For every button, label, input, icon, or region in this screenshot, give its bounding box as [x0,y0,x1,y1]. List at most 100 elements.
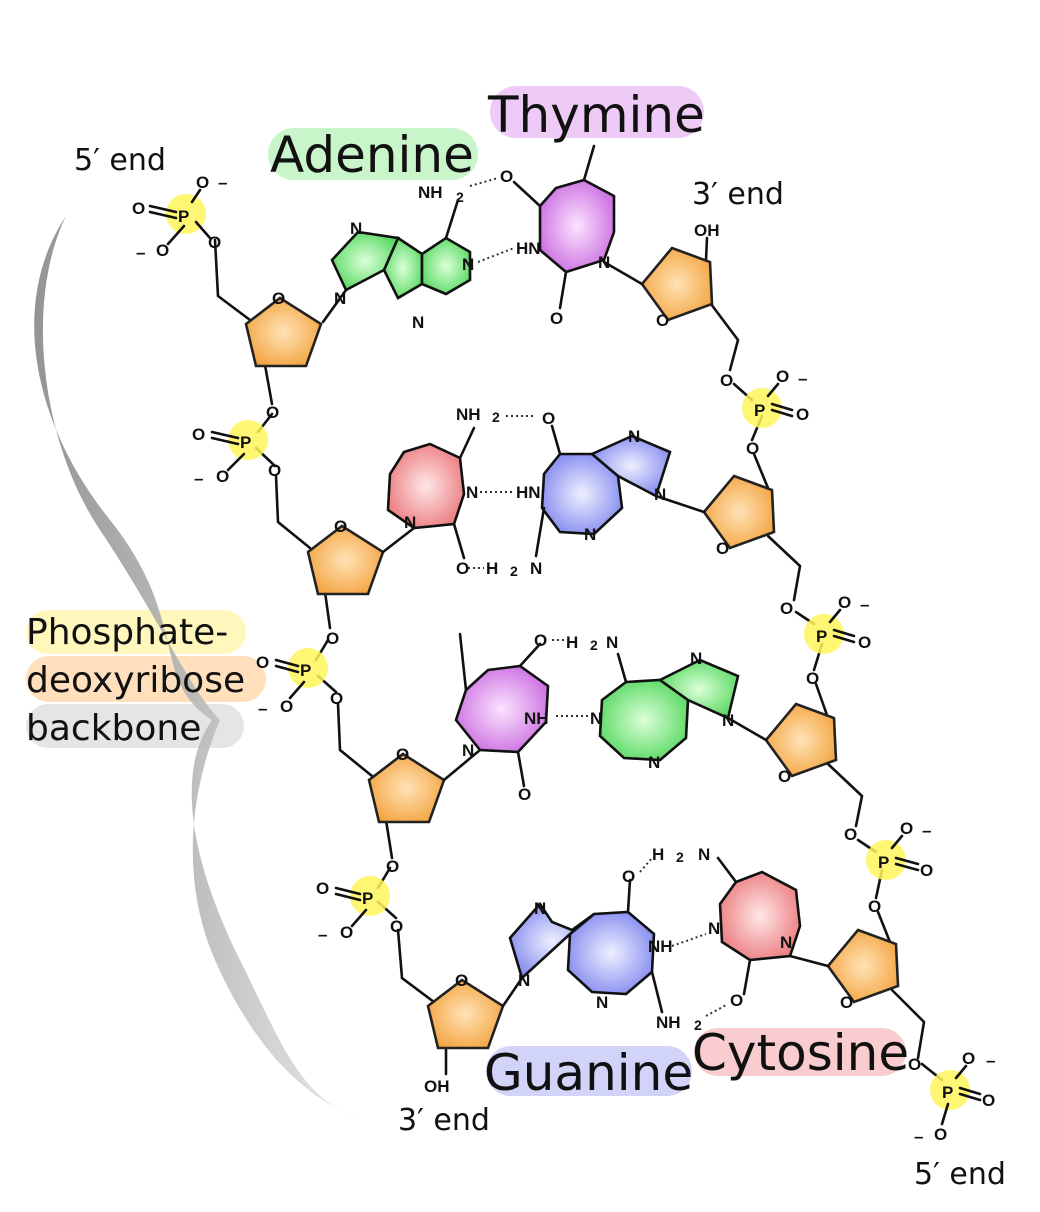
cytosine-base-4: N N O H 2 N [652,845,830,1010]
svg-text:O: O [334,517,347,536]
sugar-left-4 [426,978,505,1050]
svg-text:HN: HN [516,239,541,258]
svg-text:2: 2 [590,637,598,653]
svg-text:2: 2 [694,1017,702,1033]
svg-text:O: O [920,861,933,880]
svg-text:NH: NH [656,1013,681,1032]
svg-text:O: O [730,991,743,1010]
svg-text:O: O [716,539,729,558]
sugar-left-3 [367,752,446,824]
svg-text:–: – [136,243,145,262]
three-prime-end-bottom-label: 3′ end [398,1103,490,1138]
svg-text:N: N [780,933,792,952]
five-prime-end-bottom-label: 5′ end [914,1157,1006,1192]
svg-text:N: N [466,483,478,502]
svg-text:P: P [300,661,311,680]
svg-text:–: – [914,1127,923,1146]
svg-text:O: O [156,241,169,260]
svg-text:–: – [318,925,327,944]
svg-text:O: O [455,971,468,990]
svg-text:N: N [722,711,734,730]
guanine-base-4: O N N N NH NH 2 [501,867,702,1033]
phosphate-bottom-right: P O O – O O – [908,1049,995,1146]
svg-text:N: N [654,485,666,504]
hbond-at-1b [477,247,515,263]
svg-text:O: O [272,289,285,308]
cytosine-highlight [694,1028,906,1076]
phosphate-left-3: P O O – O O [256,629,343,718]
svg-text:O: O [868,897,881,916]
adenine-base-3: N N N N H 2 N [566,633,768,772]
phosphate-highlight [26,610,246,654]
svg-text:P: P [362,889,373,908]
svg-text:–: – [860,595,869,614]
phosphate-top-left: P O O – O – O [132,173,227,262]
sugar-right-4 [826,928,900,1004]
svg-text:N: N [606,633,618,652]
sugar-left-2 [306,524,385,596]
backbone-label-line1: Phosphate- [26,612,228,653]
svg-text:O: O [962,1049,975,1068]
svg-text:N: N [350,219,362,238]
svg-text:H: H [652,845,664,864]
svg-text:N: N [462,255,474,274]
svg-text:–: – [798,369,807,388]
adenine-base-1: N N N N NH 2 [321,183,474,332]
guanine-highlight [486,1046,692,1096]
svg-text:2: 2 [456,189,464,205]
svg-text:O: O [216,467,229,486]
svg-text:O: O [266,403,279,422]
svg-text:N: N [404,513,416,532]
svg-text:O: O [778,767,791,786]
svg-text:N: N [648,753,660,772]
svg-text:O: O [456,559,469,578]
sugars [244,246,900,1050]
svg-text:P: P [816,627,827,646]
svg-text:O: O [840,993,853,1012]
svg-text:N: N [708,919,720,938]
svg-text:O: O [656,311,669,330]
backbone-label-line2: deoxyribose [26,660,245,701]
cytosine-base-2: N N NH 2 O [381,405,500,578]
svg-text:O: O [934,1125,947,1144]
svg-text:O: O [196,173,209,192]
svg-text:N: N [518,971,530,990]
svg-text:NH: NH [456,405,481,424]
svg-text:P: P [754,401,765,420]
thymine-base-3: O NH N O [442,631,550,804]
svg-text:O: O [900,819,913,838]
svg-text:N: N [596,993,608,1012]
svg-text:O: O [326,629,339,648]
guanine-label: Guanine [484,1044,693,1102]
deoxyribose-highlight [26,656,266,702]
three-prime-end-top-label: 3′ end [692,177,784,212]
svg-text:OH: OH [694,221,720,240]
svg-text:O: O [838,593,851,612]
sugar-right-1 [640,246,714,322]
hbond-gc-4c [705,1003,729,1017]
phosphate-right-2: P O O – O O [780,593,871,688]
svg-text:N: N [462,741,474,760]
svg-text:NH: NH [648,937,673,956]
backbone-label-line3: backbone [26,708,201,749]
svg-text:N: N [690,649,702,668]
svg-text:O: O [256,653,269,672]
svg-text:O: O [982,1091,995,1110]
sugar-right-3 [764,702,838,778]
guanine-base-2: O N N N HN N H 2 [486,409,706,579]
svg-text:–: – [194,469,203,488]
sugar-right-2 [702,474,776,550]
hbond-at-1a [469,177,499,187]
svg-text:NH: NH [418,183,443,202]
svg-text:O: O [132,199,145,218]
svg-text:–: – [986,1051,995,1070]
svg-text:N: N [698,845,710,864]
sugar-oxygens: O O O O O O O O OH OH [272,221,853,1096]
svg-text:O: O [386,857,399,876]
thymine-highlight [490,86,704,138]
svg-text:O: O [268,461,281,480]
phosphate-left-4: P O O – O O [316,857,403,944]
svg-text:O: O [330,689,343,708]
svg-text:O: O [192,425,205,444]
